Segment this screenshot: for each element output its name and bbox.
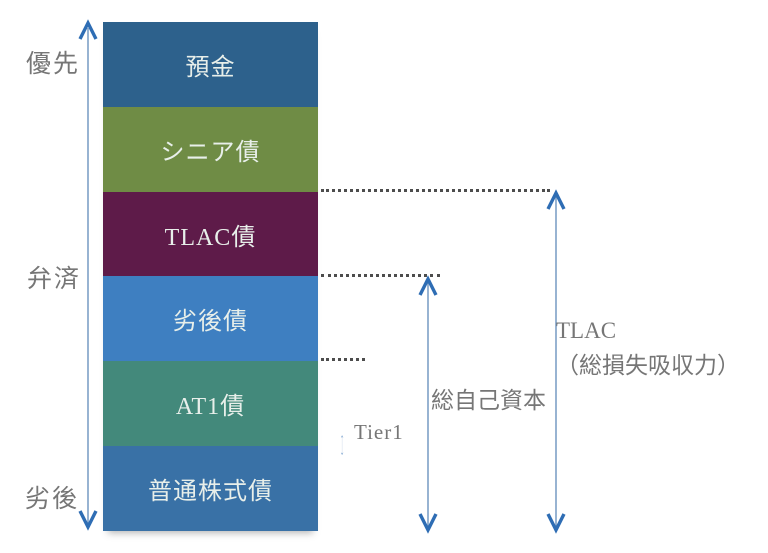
stacked-bar: 預金シニア債 TLAC債劣後債 AT1債普通株式債 xyxy=(103,22,318,531)
tlac-arrow xyxy=(546,189,566,534)
bar-segment-label: AT1債 xyxy=(175,394,246,421)
priority-axis-arrow xyxy=(78,19,98,531)
dotted-line-tlac-boundary xyxy=(321,189,550,192)
bar-segment: 普通株式債 xyxy=(103,446,318,531)
priority-label-junior: 劣後 xyxy=(25,486,80,513)
bar-segment: TLAC債 xyxy=(103,191,318,277)
bar-segment-label: シニア債 xyxy=(160,139,261,166)
total-capital-arrow xyxy=(418,275,438,534)
tlac-label-line2: （総損失吸収力） xyxy=(556,352,740,378)
total-capital-label: 総自己資本 xyxy=(431,388,546,413)
dotted-line-tier1-boundary xyxy=(321,358,365,361)
bar-segment-label: 預金 xyxy=(185,54,236,81)
tier1-arrow xyxy=(341,435,344,455)
tlac-label: TLAC （総損失吸収力） xyxy=(556,314,740,383)
priority-label-repayment: 弁済 xyxy=(27,266,82,293)
tier1-label: Tier1 xyxy=(354,420,404,444)
bar-segment-label: TLAC債 xyxy=(164,224,257,251)
bar-segment-label: 普通株式債 xyxy=(148,479,273,506)
bar-segment: 劣後債 xyxy=(103,276,318,362)
bar-segment-label: 劣後債 xyxy=(173,309,248,336)
bar-segment: 預金 xyxy=(103,22,318,107)
dotted-line-total-capital-boundary xyxy=(321,274,440,277)
bar-segment: AT1債 xyxy=(103,361,318,447)
bar-segment: シニア債 xyxy=(103,106,318,192)
priority-label-senior: 優先 xyxy=(26,51,81,78)
tlac-label-line1: TLAC xyxy=(556,318,617,343)
